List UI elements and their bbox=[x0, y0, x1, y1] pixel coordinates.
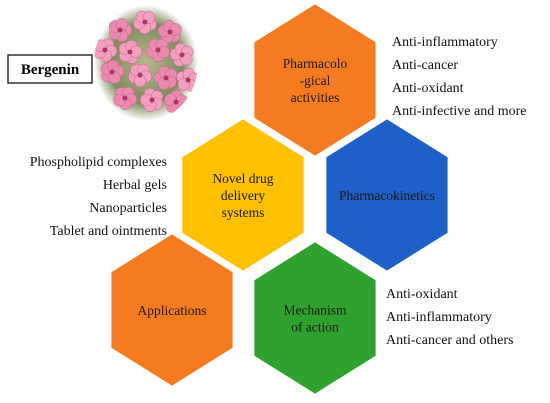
list-item: Anti-oxidant bbox=[386, 287, 458, 302]
flower-photo bbox=[94, 5, 198, 121]
hexagon-label-line: systems bbox=[222, 205, 265, 220]
flower-blossom bbox=[153, 65, 178, 90]
hexagon-shape bbox=[254, 4, 376, 156]
flower-blossom bbox=[145, 38, 170, 63]
list-item: Phospholipid complexes bbox=[30, 155, 167, 170]
pharmacological-activities-list: Anti-inflammatoryAnti-cancerAnti-oxidant… bbox=[392, 35, 527, 119]
flower-blossom bbox=[128, 63, 153, 88]
mechanism-list: Anti-oxidantAnti-inflammatoryAnti-cancer… bbox=[386, 287, 514, 348]
flower-blossom bbox=[100, 59, 125, 84]
hexagon-label-line: of action bbox=[291, 320, 339, 335]
hexagon-drug-delivery: Novel drug delivery systems bbox=[182, 119, 304, 271]
hexagon-shape bbox=[182, 119, 304, 271]
hexagon-mechanism: Mechanism of action bbox=[254, 242, 376, 394]
title-text: Bergenin bbox=[21, 62, 80, 78]
hexagon-pharmacological: Pharmacolo -gical activities bbox=[254, 4, 376, 156]
list-item: Anti-oxidant bbox=[392, 81, 464, 96]
flower-blossom bbox=[157, 19, 182, 44]
hexagon-label-line: activities bbox=[291, 90, 340, 105]
list-item: Anti-cancer bbox=[392, 58, 458, 73]
flower-blossom bbox=[176, 67, 198, 92]
hexagon-label-line: Applications bbox=[138, 303, 207, 318]
list-item: Tablet and ointments bbox=[50, 224, 167, 239]
hexagon-label-line: delivery bbox=[221, 188, 265, 203]
flower-blossom bbox=[132, 10, 157, 35]
hexagon-pharmacokinetics: Pharmacokinetics bbox=[326, 119, 448, 271]
list-item: Anti-inflammatory bbox=[386, 310, 492, 325]
hexagon-label-line: -gical bbox=[300, 73, 331, 88]
hexagon-label-line: Pharmacolo bbox=[283, 56, 348, 71]
hexagon-label-line: Mechanism bbox=[284, 303, 347, 318]
flower-blossom bbox=[94, 38, 118, 63]
flower-blossom bbox=[113, 86, 138, 111]
hexagon-shape bbox=[111, 234, 233, 386]
hexagon-label-line: Pharmacokinetics bbox=[339, 188, 435, 203]
title-box-border bbox=[7, 54, 93, 84]
hexagon-label-line: Novel drug bbox=[212, 171, 273, 186]
list-item: Anti-cancer and others bbox=[386, 333, 514, 348]
hexagon-shape bbox=[326, 119, 448, 271]
flower-blossom bbox=[118, 39, 143, 64]
flower-blossom bbox=[139, 88, 164, 112]
list-item: Anti-infective and more bbox=[392, 104, 527, 119]
bergenin-title-box: Bergenin bbox=[7, 54, 93, 84]
flower-blossom bbox=[108, 18, 133, 42]
hexagon-shape bbox=[254, 242, 376, 394]
hexagon-applications: Applications bbox=[111, 234, 233, 386]
flower-blossom bbox=[169, 42, 194, 67]
list-item: Nanoparticles bbox=[89, 201, 167, 216]
list-item: Herbal gels bbox=[103, 178, 167, 193]
list-item: Anti-inflammatory bbox=[392, 35, 498, 50]
